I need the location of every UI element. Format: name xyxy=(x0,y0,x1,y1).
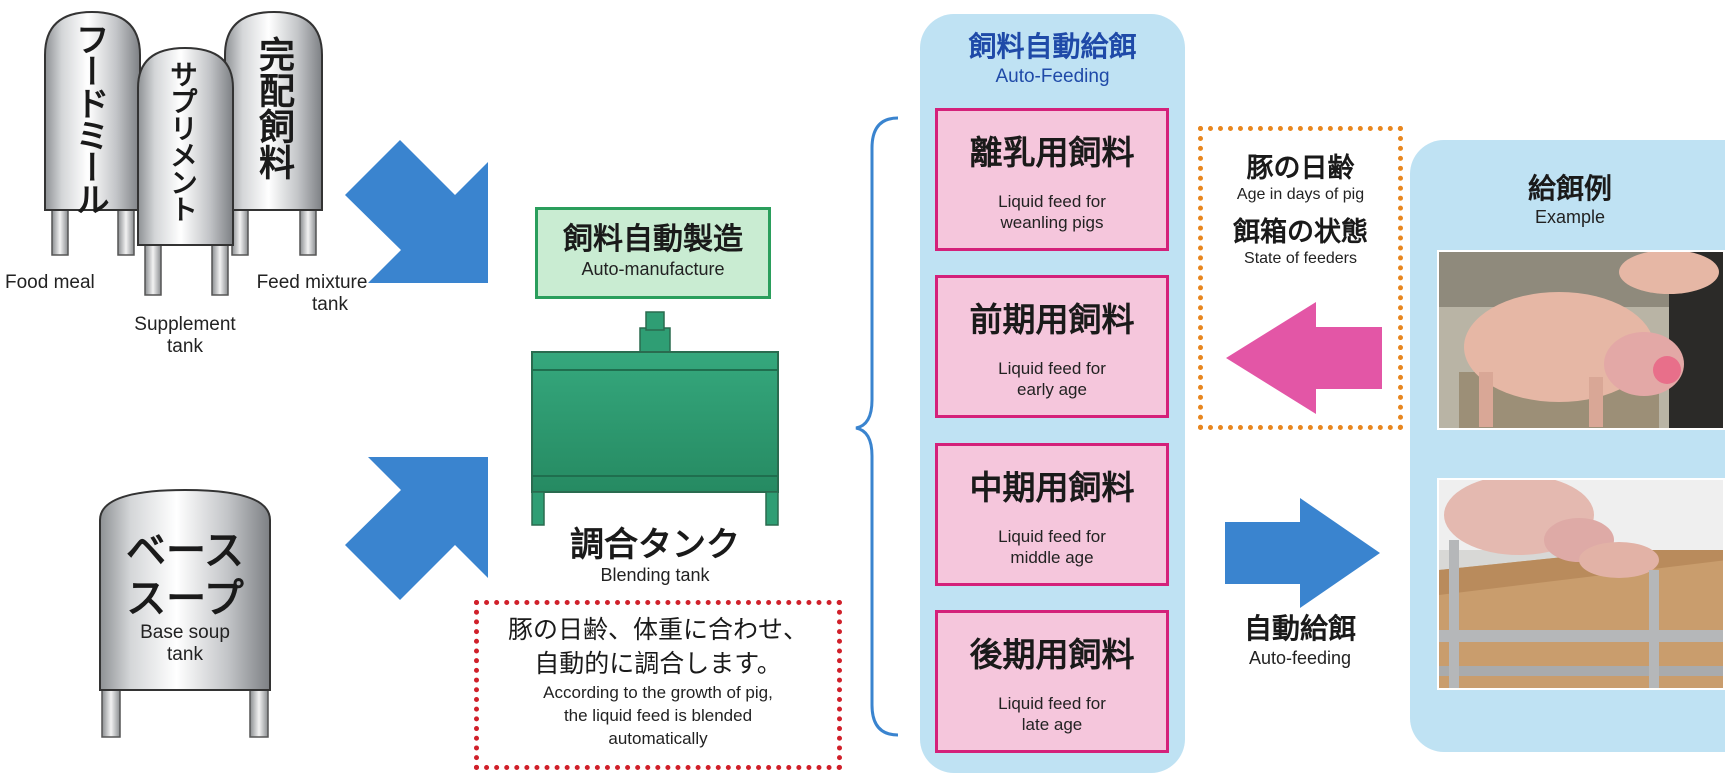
base-soup-label-line1: ベース xyxy=(126,528,244,574)
base-soup-label-line2: スープ xyxy=(126,576,244,622)
blending-note-en-line1: According to the growth of pig, xyxy=(543,683,773,702)
food-meal-caption: Food meal xyxy=(5,272,95,293)
food-meal-label: フードミール xyxy=(69,22,109,214)
feed-middle-en-line2: middle age xyxy=(1010,548,1094,567)
feed-late-jp: 後期用飼料 xyxy=(969,635,1135,674)
blending-note-en-line2: the liquid feed is blended xyxy=(563,706,753,725)
arrow-icon xyxy=(345,140,1380,608)
supplement-caption-line1: Supplement xyxy=(134,314,236,335)
feed-early-jp: 前期用飼料 xyxy=(969,300,1135,339)
auto-manufacture-box: 飼料自動製造 Auto-manufacture xyxy=(535,207,771,299)
feed-mixture-label: 完配飼料 xyxy=(253,36,294,180)
blending-tank-jp: 調合タンク xyxy=(570,525,740,565)
blending-tank-en: Blending tank xyxy=(600,565,710,585)
feed-late-en-line1: Liquid feed for xyxy=(998,694,1106,713)
supplement-tank-icon xyxy=(137,46,234,296)
conditions-box: 豚の日齢 Age in days of pig 餌箱の状態 State of f… xyxy=(1198,126,1403,430)
auto-feeding-title-jp: 飼料自動給餌 xyxy=(968,30,1137,63)
age-en: Age in days of pig xyxy=(1236,186,1365,203)
auto-feed-arrow-jp: 自動給餌 xyxy=(1243,612,1356,645)
feeder-jp: 餌箱の状態 xyxy=(1233,217,1368,248)
blending-note-jp-line2: 自動的に調合します。 xyxy=(534,649,782,678)
feeder-en: State of feeders xyxy=(1244,250,1357,267)
blending-note-en-line3: automatically xyxy=(608,729,708,748)
feed-mixture-tank-icon xyxy=(224,10,323,256)
age-jp: 豚の日齢 xyxy=(1246,153,1355,184)
base-soup-tank-icon xyxy=(99,488,271,738)
pink-arrow-icon xyxy=(1226,302,1382,414)
feed-middle-jp: 中期用飼料 xyxy=(969,468,1135,507)
pig-photo-icon xyxy=(1439,252,1723,428)
feed-weanling-jp: 離乳用飼料 xyxy=(969,133,1135,172)
example-title-jp: 給餌例 xyxy=(1527,172,1612,205)
feed-mixture-caption-line2: tank xyxy=(312,294,348,315)
supplement-label: サプリメント xyxy=(166,60,199,222)
feed-middle-en-line1: Liquid feed for xyxy=(998,527,1106,546)
auto-feeding-title-en: Auto-Feeding xyxy=(995,66,1110,87)
supplement-caption-line2: tank xyxy=(167,336,203,357)
example-photo-1 xyxy=(1437,250,1725,430)
feed-weanling-en-line1: Liquid feed for xyxy=(998,192,1106,211)
blending-tank-icon xyxy=(531,311,779,526)
feed-box-weanling: 離乳用飼料 Liquid feed for weanling pigs xyxy=(935,108,1169,251)
base-soup-caption-line1: Base soup xyxy=(140,622,230,643)
feed-mixture-caption-line1: Feed mixture xyxy=(256,272,368,293)
brace-icon xyxy=(855,116,899,737)
example-photo-2 xyxy=(1437,478,1725,690)
feed-weanling-en-line2: weanling pigs xyxy=(1000,213,1104,232)
feed-late-en-line2: late age xyxy=(1021,715,1083,734)
feed-box-early: 前期用飼料 Liquid feed for early age xyxy=(935,275,1169,418)
feed-early-en-line1: Liquid feed for xyxy=(998,359,1106,378)
auto-manufacture-jp: 飼料自動製造 xyxy=(563,222,743,257)
auto-manufacture-en: Auto-manufacture xyxy=(581,259,725,279)
base-soup-caption-line2: tank xyxy=(167,644,203,665)
blending-note-jp-line1: 豚の日齢、体重に合わせ、 xyxy=(507,615,808,644)
food-meal-tank-icon xyxy=(44,10,141,256)
auto-feed-arrow-en: Auto-feeding xyxy=(1248,648,1352,668)
feed-early-en-line2: early age xyxy=(1017,380,1087,399)
trough-photo-icon xyxy=(1439,480,1723,688)
feed-box-middle: 中期用飼料 Liquid feed for middle age xyxy=(935,443,1169,586)
blending-note-box: 豚の日齢、体重に合わせ、 自動的に調合します。 According to the… xyxy=(474,600,842,770)
feed-box-late: 後期用飼料 Liquid feed for late age xyxy=(935,610,1169,753)
example-title-en: Example xyxy=(1534,207,1606,227)
